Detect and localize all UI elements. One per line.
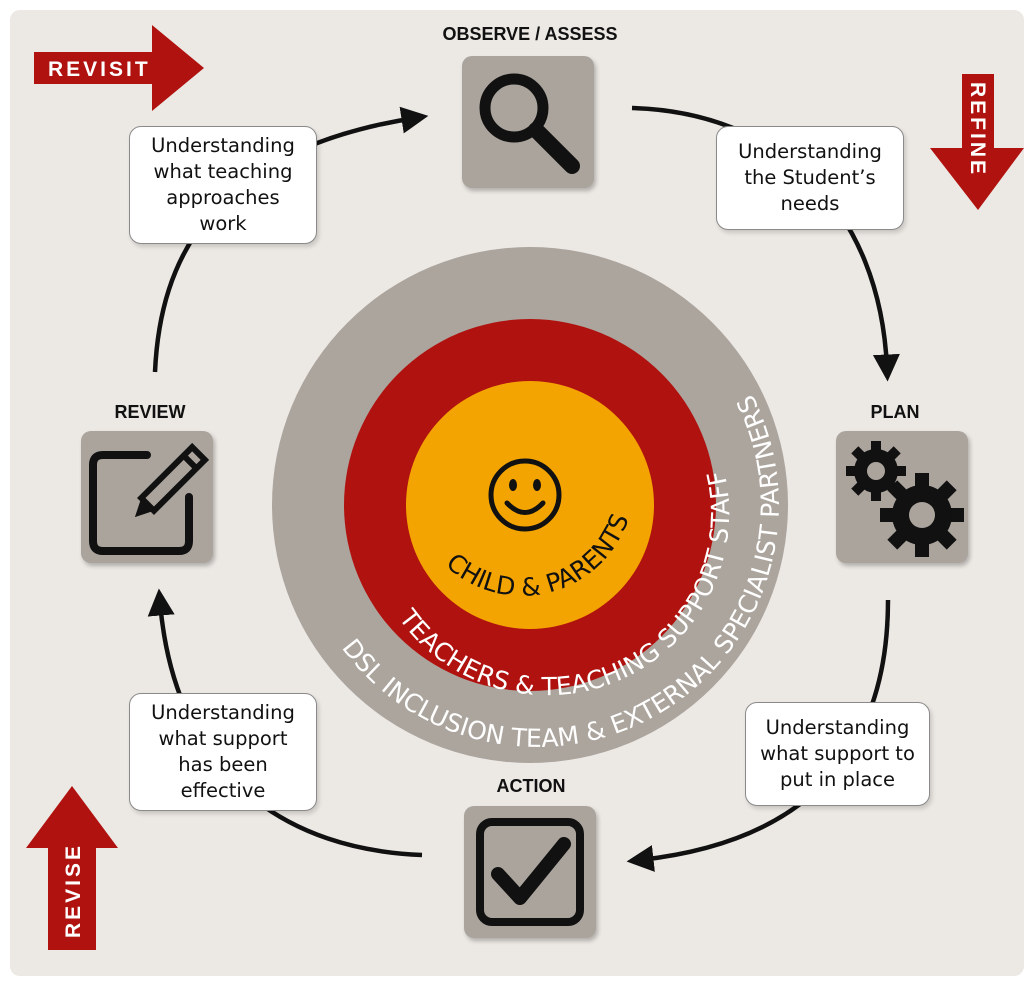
- note-teaching-approaches: Understanding what teaching approaches w…: [129, 126, 317, 244]
- action-title: ACTION: [496, 776, 566, 796]
- edit-icon: [89, 442, 210, 555]
- revisit-label: REVISIT: [48, 58, 151, 81]
- magnifier-icon: [479, 73, 580, 174]
- action-box: [464, 806, 596, 938]
- observe-title: OBSERVE / ASSESS: [442, 24, 618, 44]
- review-box: [81, 431, 213, 563]
- inner-circle: [406, 381, 654, 629]
- review-title: REVIEW: [114, 402, 186, 422]
- refine-label: REFINE: [966, 82, 989, 177]
- note-support-to-put-in-place: Understanding what support to put in pla…: [745, 702, 930, 806]
- smiley-icon: [488, 458, 562, 532]
- checkbox-icon: [476, 818, 584, 926]
- revisit-arrow: REVISIT: [34, 25, 204, 111]
- revise-arrow: REVISE: [26, 786, 118, 950]
- revise-label: REVISE: [62, 843, 85, 938]
- note-support-effective: Understanding what support has been effe…: [129, 693, 317, 811]
- observe-box: [462, 56, 594, 188]
- plan-box: [836, 431, 968, 563]
- plan-title: PLAN: [870, 402, 920, 422]
- refine-arrow: REFINE: [930, 74, 1024, 210]
- note-student-needs: Understanding the Student’s needs: [716, 126, 904, 230]
- gears-icon: [846, 441, 964, 557]
